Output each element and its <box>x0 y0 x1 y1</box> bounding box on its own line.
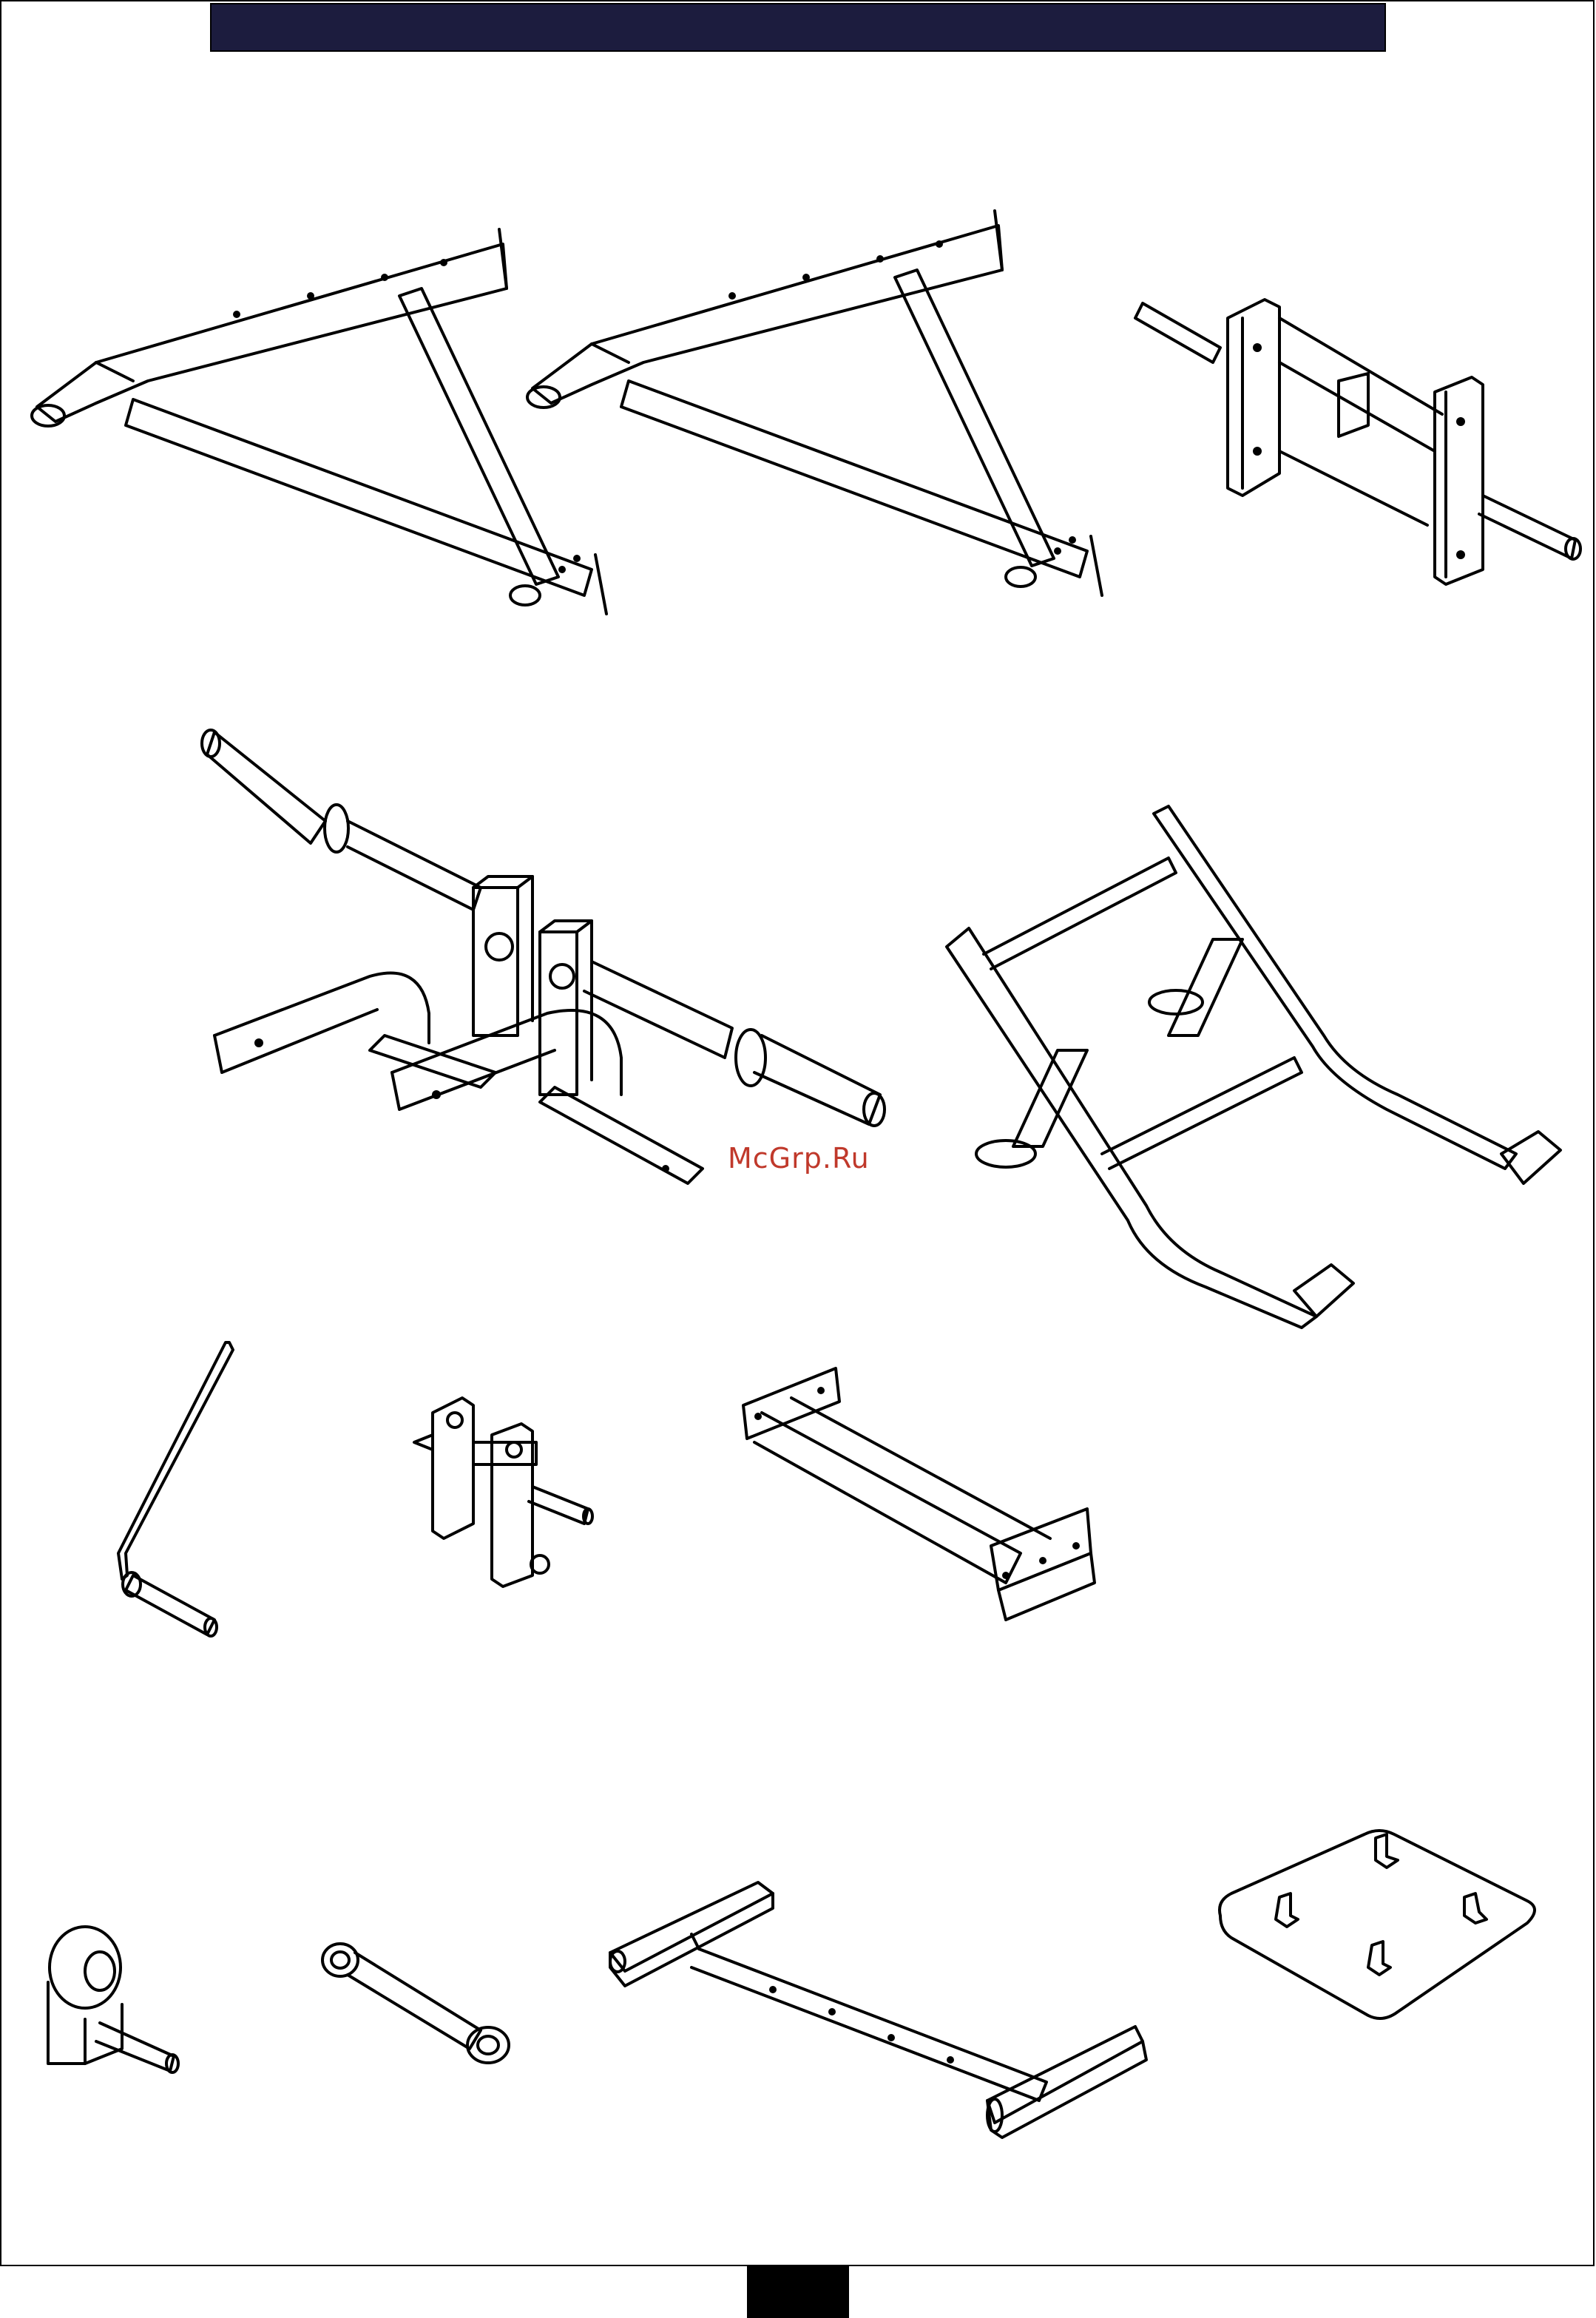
carriage-block-icon <box>1132 288 1590 599</box>
handlebar-icon <box>200 710 895 1198</box>
bracket-icon <box>410 1398 603 1590</box>
bushing-icon <box>41 1923 189 2086</box>
beam-icon <box>740 1361 1102 1627</box>
page-number-tab <box>747 2266 849 2318</box>
crank-pin-icon <box>111 1339 237 1635</box>
plate-icon <box>1217 1827 1542 2027</box>
stabilizer-icon <box>603 1879 1150 2145</box>
watermark: McGrp.Ru <box>728 1142 870 1175</box>
base-frame-icon <box>939 806 1583 1324</box>
frame-triangle-icon <box>510 203 1117 603</box>
link-arm-icon <box>318 1938 518 2071</box>
header-bar <box>210 3 1386 52</box>
